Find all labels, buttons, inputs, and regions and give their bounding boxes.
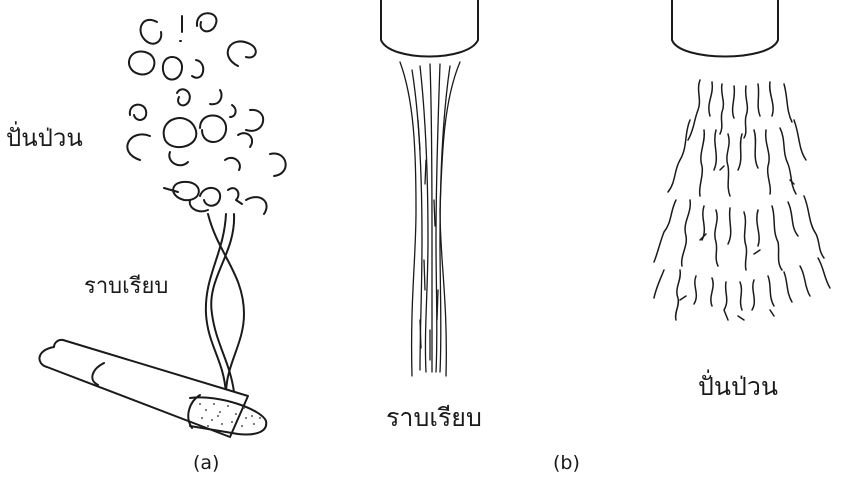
caption-a: (a) [193,452,219,474]
nozzle-turbulent [672,0,778,57]
label-laminar-a: ราบเรียบ [84,268,168,303]
label-turbulent-a: ปั่นป่วน [6,118,83,157]
laminar-jet-stream [400,62,460,376]
label-turbulent-b: ปั่นป่วน [698,367,778,407]
panel-b-turbulent-jet [654,0,830,320]
label-laminar-b: ราบเรียบ [386,398,482,438]
caption-b: (b) [553,452,580,474]
nozzle-laminar [381,0,478,57]
laminar-smoke-strands [206,214,244,394]
panel-a [39,13,285,437]
turbulent-jet-streaks [654,80,830,320]
panel-b-laminar-jet [381,0,478,376]
turbulent-smoke-swirls [127,13,285,214]
